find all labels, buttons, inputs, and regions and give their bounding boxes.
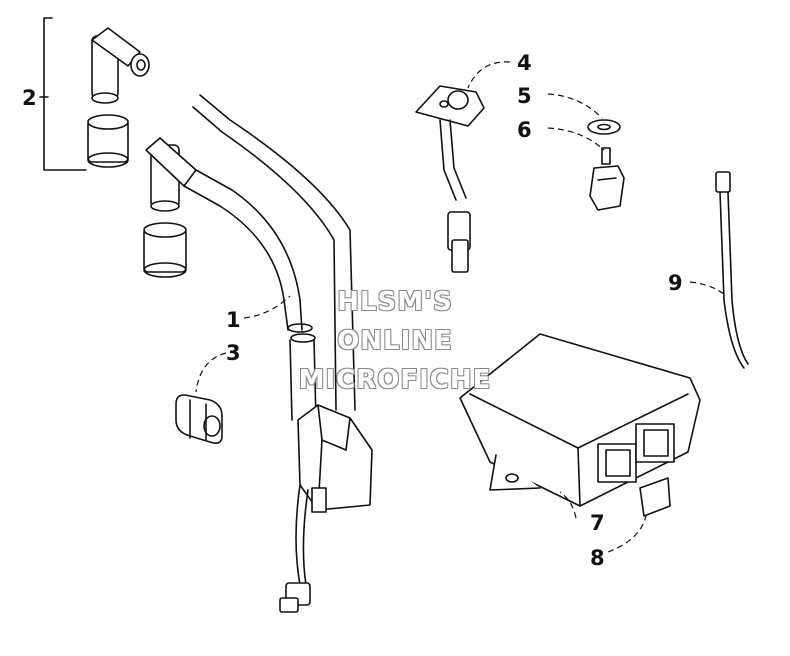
module-pad bbox=[639, 477, 671, 517]
leader-4 bbox=[467, 61, 511, 89]
leader-5 bbox=[547, 93, 603, 119]
leader-6 bbox=[547, 127, 605, 151]
callout-1: 1 bbox=[226, 308, 241, 332]
watermark-line-2: ONLINE bbox=[337, 326, 453, 356]
high-tension-lead-a bbox=[192, 94, 356, 411]
part-2-bracket bbox=[43, 17, 87, 171]
plug-boot-upper bbox=[87, 114, 129, 168]
washer bbox=[587, 119, 621, 135]
ignition-coil bbox=[279, 404, 373, 613]
callout-5: 5 bbox=[517, 84, 532, 108]
control-module bbox=[459, 333, 701, 507]
callout-2: 2 bbox=[22, 86, 37, 110]
callout-3: 3 bbox=[226, 341, 241, 365]
callout-4: 4 bbox=[517, 51, 532, 75]
switch bbox=[589, 147, 625, 211]
leader-1 bbox=[243, 295, 291, 319]
callout-7: 7 bbox=[590, 511, 605, 535]
watermark-line-1: HLSM'S bbox=[337, 287, 453, 317]
leader-7 bbox=[559, 491, 577, 519]
sensor bbox=[415, 85, 485, 273]
leader-8 bbox=[607, 515, 647, 553]
plug-boot-lower bbox=[143, 222, 187, 278]
cable-tie bbox=[715, 171, 749, 369]
leader-9 bbox=[689, 281, 725, 295]
watermark-line-3: MICROFICHE bbox=[298, 365, 492, 395]
spark-plug-cap-lower bbox=[145, 137, 197, 212]
callout-9: 9 bbox=[668, 271, 683, 295]
cable-clamp bbox=[175, 394, 223, 444]
callout-8: 8 bbox=[590, 546, 605, 570]
callout-6: 6 bbox=[517, 118, 532, 142]
spark-plug-cap-upper bbox=[91, 27, 150, 104]
leader-3 bbox=[195, 352, 227, 393]
